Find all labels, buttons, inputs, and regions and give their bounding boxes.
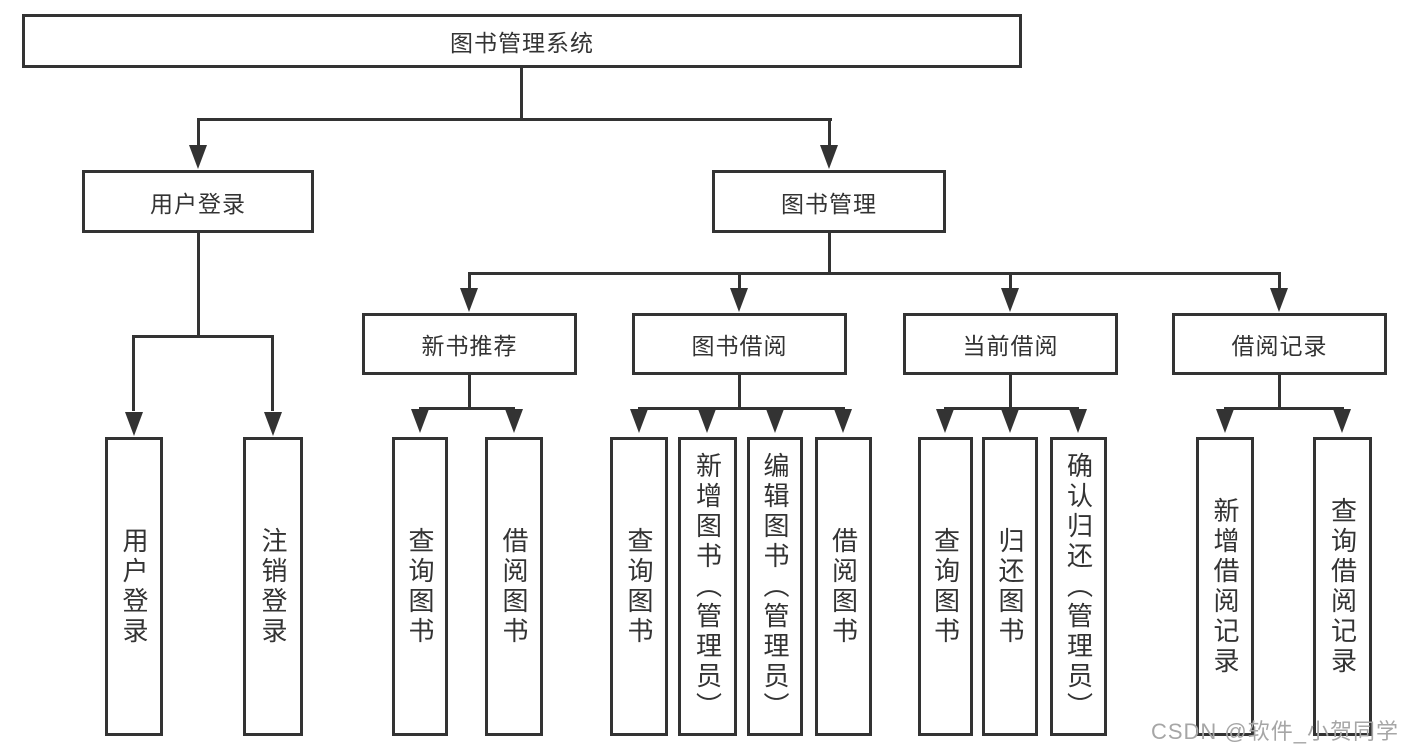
connector-borrow-stem [738, 373, 741, 409]
connector-newbook-stem [468, 373, 471, 409]
leaf-query-books-current-label: 查询图书 [930, 526, 961, 647]
arrowhead-leaf-icon [1069, 409, 1087, 433]
node-user-login-label: 用户登录 [150, 190, 246, 217]
node-root-label: 图书管理系统 [450, 30, 594, 56]
connector-borrow-bar [638, 407, 845, 410]
leaf-return-books-label: 归还图书 [995, 526, 1025, 647]
leaf-borrow-books-recommend-label: 借阅图书 [499, 526, 529, 647]
leaf-query-books-recommend: 查询图书 [392, 437, 448, 736]
arrowhead-leaf-logout-icon [264, 412, 282, 436]
node-user-login: 用户登录 [82, 170, 314, 233]
leaf-add-borrow-record-label: 新增借阅记录 [1210, 496, 1240, 677]
node-borrow-records-label: 借阅记录 [1231, 333, 1328, 359]
leaf-borrow-books-label: 借阅图书 [828, 526, 859, 647]
leaf-query-books-recommend-label: 查询图书 [405, 526, 435, 647]
arrowhead-borrow-icon [730, 288, 748, 312]
leaf-user-login-label: 用户登录 [119, 526, 149, 647]
arrowhead-leaf-icon [766, 409, 784, 433]
arrowhead-leaf-icon [1216, 409, 1234, 433]
connector-drop-user-login [197, 118, 200, 148]
node-borrow-records: 借阅记录 [1172, 313, 1387, 375]
node-book-management-label: 图书管理 [781, 190, 877, 217]
node-book-borrow-label: 图书借阅 [691, 333, 788, 359]
connector-drop-book-management [828, 118, 831, 148]
connector-current-stem [1009, 373, 1012, 409]
connector-root-stem [520, 66, 523, 120]
leaf-confirm-return-admin: 确认归还（管理员） [1050, 437, 1107, 736]
connector-drop-leaf-logout [271, 335, 274, 411]
arrowhead-user-login-icon [189, 145, 207, 169]
leaf-query-books-current: 查询图书 [918, 437, 973, 736]
leaf-query-books-borrow-label: 查询图书 [624, 526, 654, 647]
leaf-borrow-books-recommend: 借阅图书 [485, 437, 543, 736]
connector-current-bar [944, 407, 1079, 410]
arrowhead-leaf-login-icon [125, 412, 143, 436]
arrowhead-leaf-icon [698, 409, 716, 433]
connector-records-stem [1278, 373, 1281, 409]
connector-login-stem [197, 231, 200, 337]
leaf-user-login: 用户登录 [105, 437, 163, 736]
leaf-borrow-books: 借阅图书 [815, 437, 872, 736]
node-new-book-recommend-label: 新书推荐 [421, 333, 518, 359]
arrowhead-leaf-icon [936, 409, 954, 433]
leaf-add-books-admin: 新增图书（管理员） [678, 437, 737, 736]
node-root: 图书管理系统 [22, 14, 1022, 68]
connector-newbook-bar [419, 407, 515, 410]
leaf-add-borrow-record: 新增借阅记录 [1196, 437, 1254, 736]
connector-mgmt-stem [828, 231, 831, 275]
leaf-logout: 注销登录 [243, 437, 303, 736]
connector-drop-new-book [468, 272, 471, 288]
leaf-query-books-borrow: 查询图书 [610, 437, 668, 736]
leaf-query-borrow-record-label: 查询借阅记录 [1327, 496, 1358, 677]
arrowhead-leaf-icon [505, 409, 523, 433]
arrowhead-leaf-icon [630, 409, 648, 433]
leaf-edit-books-admin-label: 编辑图书（管理员） [760, 451, 790, 722]
arrowhead-leaf-icon [834, 409, 852, 433]
node-book-borrow: 图书借阅 [632, 313, 847, 375]
connector-drop-leaf-login [132, 335, 135, 411]
leaf-query-borrow-record: 查询借阅记录 [1313, 437, 1372, 736]
leaf-return-books: 归还图书 [982, 437, 1038, 736]
leaf-confirm-return-admin-label: 确认归还（管理员） [1063, 451, 1094, 722]
node-book-management: 图书管理 [712, 170, 946, 233]
arrowhead-new-book-icon [460, 288, 478, 312]
arrowhead-current-icon [1001, 288, 1019, 312]
connector-drop-borrow [738, 272, 741, 288]
leaf-logout-label: 注销登录 [258, 526, 288, 647]
connector-drop-records [1278, 272, 1281, 288]
connector-login-bar [132, 335, 274, 338]
connector-root-bar [197, 118, 832, 121]
arrowhead-leaf-icon [411, 409, 429, 433]
leaf-edit-books-admin: 编辑图书（管理员） [747, 437, 803, 736]
connector-records-bar [1224, 407, 1344, 410]
node-current-borrow: 当前借阅 [903, 313, 1118, 375]
arrowhead-leaf-icon [1001, 409, 1019, 433]
csdn-watermark: CSDN @软件_小贺同学 [1150, 719, 1399, 744]
node-new-book-recommend: 新书推荐 [362, 313, 577, 375]
leaf-add-books-admin-label: 新增图书（管理员） [692, 451, 723, 722]
node-current-borrow-label: 当前借阅 [962, 333, 1059, 359]
arrowhead-book-management-icon [820, 145, 838, 169]
connector-mgmt-bar [468, 272, 1281, 275]
arrowhead-leaf-icon [1333, 409, 1351, 433]
connector-drop-current [1009, 272, 1012, 288]
arrowhead-records-icon [1270, 288, 1288, 312]
